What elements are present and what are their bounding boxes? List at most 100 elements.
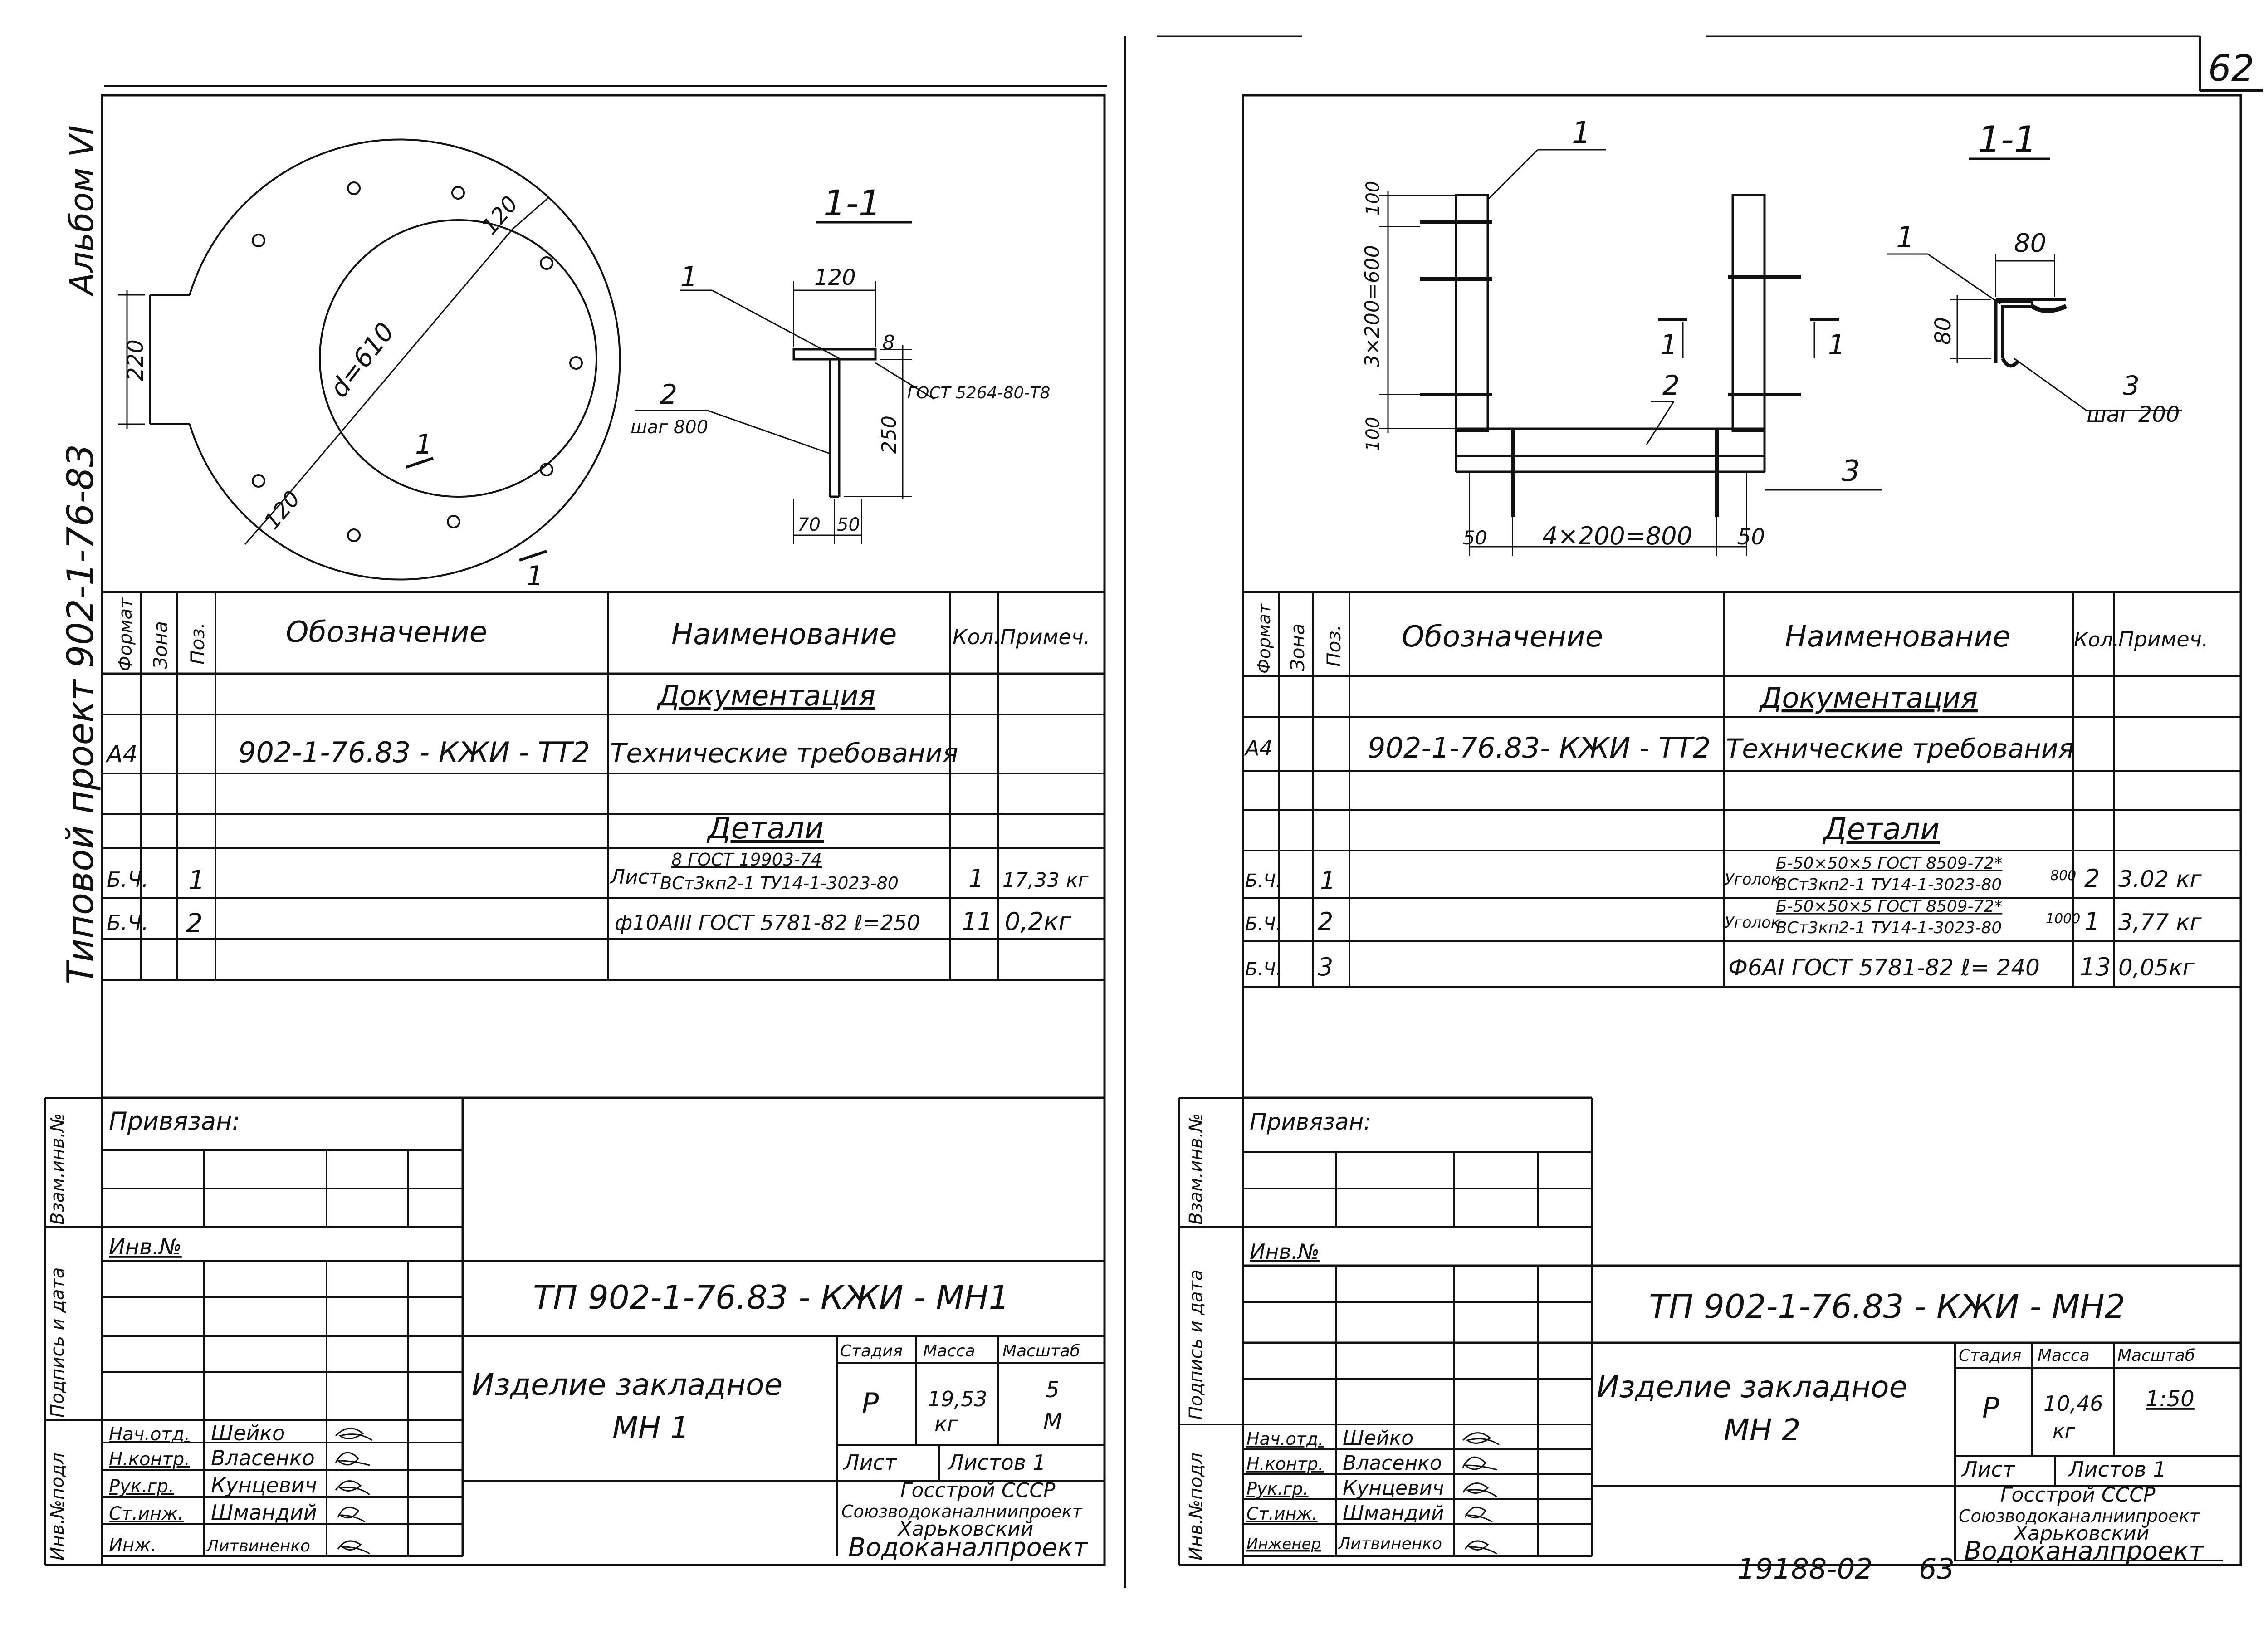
sheet2-signatures (1462, 1432, 1500, 1555)
title-name-line1-2: Изделие закладное (1597, 1370, 1907, 1404)
org3: Харьковский (897, 1517, 1033, 1541)
header-oboznachenie-2: Обозначение (1402, 620, 1603, 654)
project-label: Типовой проект 902-1-76-83 (59, 444, 102, 984)
side-podpis-2: Подпись и дата (1186, 1270, 1207, 1420)
callout-2: 2 (1662, 370, 1680, 401)
row1-name-top-2: Б-50×50×5 ГОСТ 8509-72* (1776, 854, 2002, 873)
row1-name-pre: Лист (609, 866, 661, 889)
callout-1: 1 (680, 261, 698, 293)
header-poz: Поз. (186, 622, 209, 665)
section-mark-right: 1 (1828, 329, 1845, 361)
section-mark-left: 1 (1660, 329, 1677, 361)
sheet1-ring-plate (118, 138, 621, 581)
row1-format: Б.Ч. (107, 867, 148, 892)
side-vzam-2: Взам.инв.№ (1186, 1113, 1207, 1225)
org2-2: Союзводоканалниипроект (1959, 1506, 2200, 1526)
label-listov-2: Листов 1 (2068, 1457, 2166, 1482)
section-parts: Детали (706, 811, 824, 846)
row1-name-bottom: ВСт3кп2-1 ТУ14-1-3023-80 (660, 873, 899, 893)
row2-kol: 11 (962, 907, 993, 936)
row2-name-bottom-2: ВСт3кп2-1 ТУ14-1-3023-80 (1776, 919, 2002, 937)
section-documentation: Документация (656, 679, 875, 712)
label-masshtab-2: Масштаб (2117, 1346, 2195, 1365)
title-code: ТП 902-1-76.83 - КЖИ - МН1 (533, 1278, 1009, 1316)
privyazan-2: Привязан: (1250, 1109, 1371, 1135)
row2-format-2: Б.Ч. (1245, 914, 1281, 934)
signer2-name: Власенко (211, 1446, 315, 1470)
sheet2-angle-labels: 1-1 1 80 80 3 шаг 200 (1896, 118, 2180, 427)
row1-prim-2: 3.02 кг (2118, 866, 2202, 892)
sheet1-section-detail (635, 221, 935, 544)
row2-prim-2: 3,77 кг (2118, 909, 2202, 935)
privyazan: Привязан: (109, 1107, 240, 1135)
row2-poz: 2 (186, 908, 203, 939)
doc-designation: 902-1-76.83 - КЖИ - ТТ2 (238, 736, 590, 769)
signer3-role-2: Рук.гр. (1246, 1479, 1309, 1499)
value-massa-unit: кг (934, 1412, 958, 1436)
header-primech-2: Примеч. (2118, 627, 2209, 651)
dim-120-bottom: 120 (259, 486, 305, 534)
signer4-role: Ст.инж. (109, 1503, 184, 1524)
header-format-2: Формат (1254, 603, 1274, 674)
dim-220: 220 (123, 339, 148, 381)
footer-sheet: 63 (1919, 1552, 1955, 1585)
value-massa: 19,53 (928, 1387, 987, 1411)
sheet2-spec-grid (1243, 591, 2241, 988)
org2: Союзводоканалниипроект (841, 1502, 1083, 1521)
callout-1a: 1 (1572, 115, 1591, 150)
signer2-role: Н.контр. (109, 1449, 190, 1470)
side-inv-podl: Инв.№подл (47, 1453, 68, 1561)
signer2-role-2: Н.контр. (1246, 1454, 1324, 1474)
signer3-name-2: Кунцевич (1343, 1477, 1444, 1500)
row1-poz-2: 1 (1320, 866, 1335, 895)
footer-code: 19188-02 (1737, 1552, 1873, 1585)
org1: Госстрой СССР (900, 1479, 1056, 1502)
signer5-role: Инж. (109, 1535, 156, 1556)
signer2-name-2: Власенко (1343, 1452, 1442, 1475)
detail-dim-8: 8 (882, 331, 895, 354)
row2-name-suffix-2: 1000 (2046, 911, 2080, 927)
row1-name-pre-2: Уголок (1725, 871, 1780, 889)
signer3-role: Рук.гр. (109, 1476, 174, 1497)
doc-format-2: А4 (1244, 736, 1273, 760)
sheet1-title-block-grid (44, 1097, 1105, 1566)
row2-prim: 0,2кг (1005, 907, 1071, 936)
header-format: Формат (115, 597, 136, 671)
label-massa: Масса (923, 1342, 975, 1360)
header-poz-2: Поз. (1323, 625, 1345, 667)
signer1-role-2: Нач.отд. (1246, 1429, 1324, 1449)
sheet2-title-block-text: Взам.инв.№ Подпись и дата Инв.№подл Прив… (1186, 1109, 2204, 1566)
value-stadiya-2: Р (1982, 1391, 1999, 1424)
dim-3x200: 3×200=600 (1361, 245, 1384, 367)
sheet1-frame (101, 94, 1106, 1566)
row2-name: ф10АIII ГОСТ 5781-82 ℓ=250 (615, 910, 920, 935)
gost-note: ГОСТ 5264-80-Т8 (907, 384, 1050, 402)
row1-format-2: Б.Ч. (1245, 871, 1281, 891)
doc-format: А4 (105, 741, 138, 768)
page-frame (104, 35, 2263, 1588)
callout-3-detail: 3 (2123, 370, 2140, 401)
header-oboznachenie: Обозначение (286, 616, 487, 649)
signer5-name-2: Литвиненко (1337, 1535, 1442, 1553)
signer4-name: Шмандий (211, 1500, 317, 1525)
callout-2: 2 (660, 379, 677, 411)
inv-no-2: Инв.№ (1250, 1239, 1320, 1264)
value-stadiya: Р (862, 1387, 879, 1420)
value-massa-unit-2: кг (2053, 1420, 2076, 1443)
sheet1-signatures (335, 1428, 372, 1555)
signer4-role-2: Ст.инж. (1246, 1504, 1318, 1524)
section-documentation-2: Документация (1759, 681, 1978, 714)
header-primech: Примеч. (1000, 625, 1090, 649)
detail-note: шаг 200 (2087, 402, 2180, 427)
label-stadiya: Стадия (840, 1342, 903, 1360)
dim-4x200: 4×200=800 (1542, 522, 1692, 550)
org1-2: Госстрой СССР (2000, 1483, 2156, 1507)
header-kol: Кол. (953, 625, 1000, 649)
signer5-name: Литвиненко (205, 1537, 310, 1556)
sheet2-title-block-grid (1178, 1096, 2241, 1566)
row1-poz: 1 (188, 865, 205, 895)
sheet2-drawing-labels: 1 2 3 100 3×200=600 100 50 4×200=800 50 … (1361, 115, 1860, 550)
callout-3: 3 (1842, 455, 1860, 488)
signer4-name-2: Шмандий (1343, 1502, 1444, 1525)
org3-2: Харьковский (2013, 1522, 2149, 1545)
